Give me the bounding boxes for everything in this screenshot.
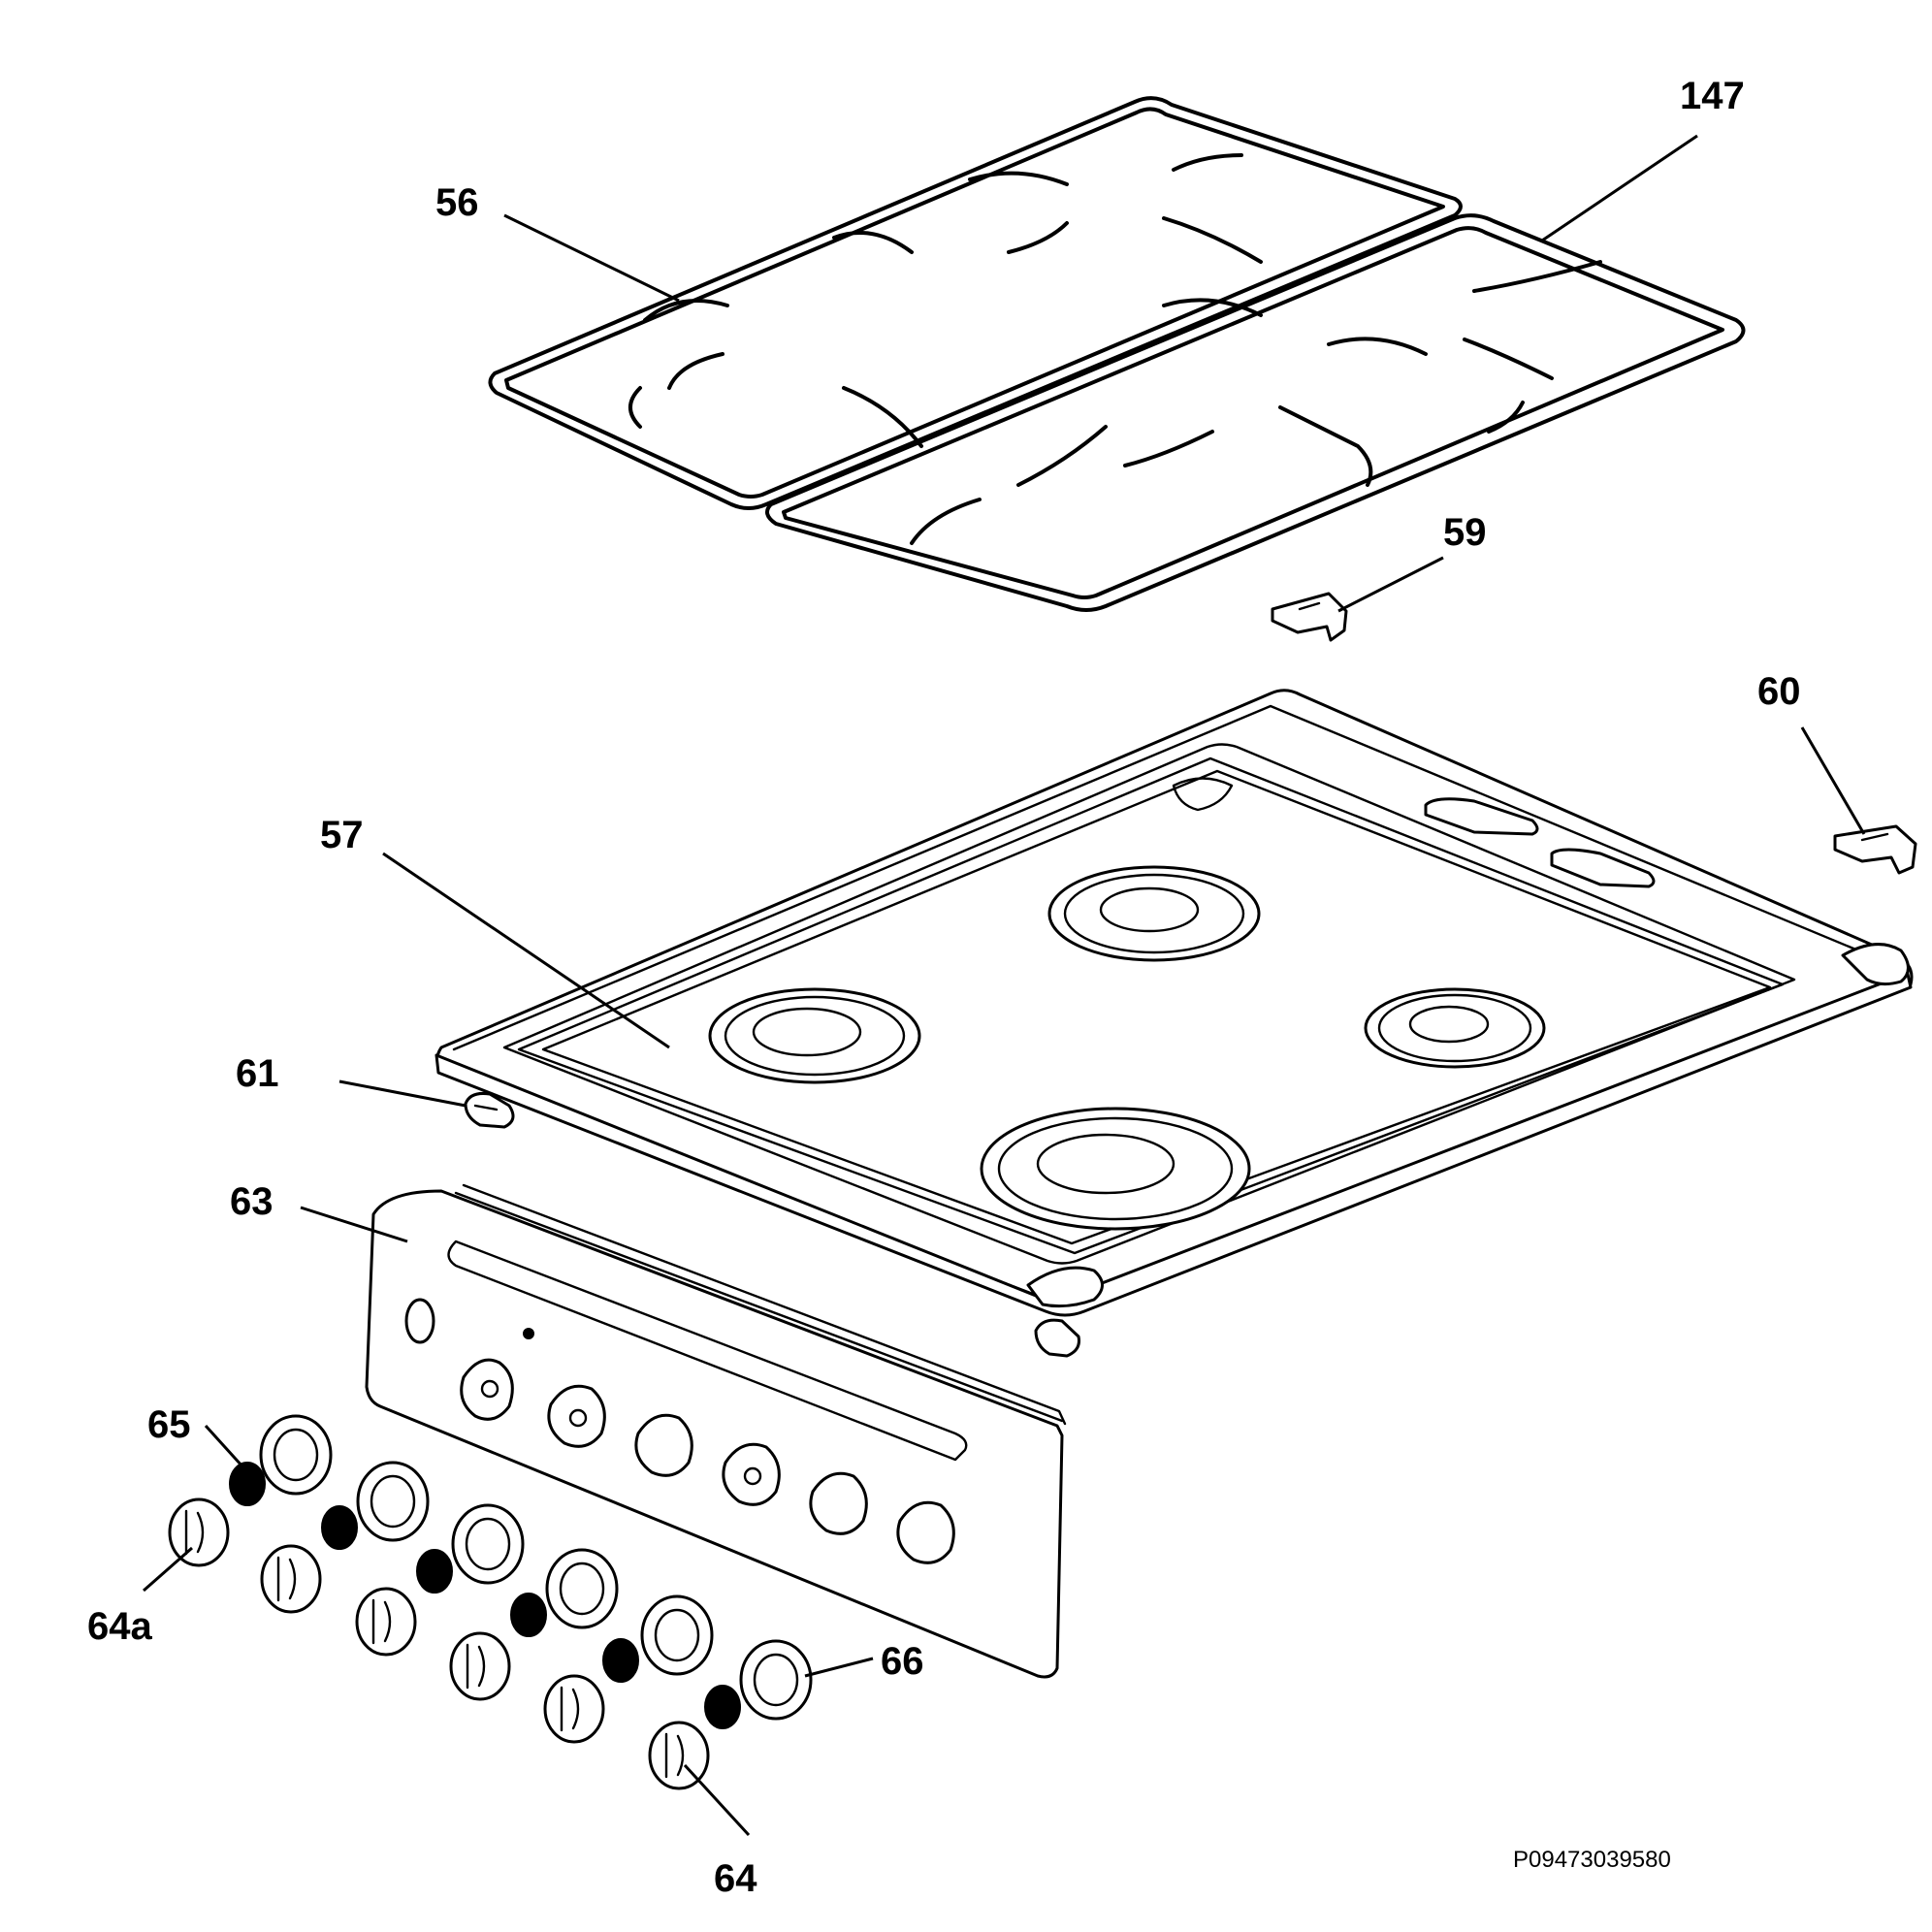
pan-support-left [488, 96, 1463, 510]
callout-64a: 64a [87, 1605, 152, 1648]
clip-59 [1271, 592, 1348, 642]
clip-61 [464, 1092, 515, 1129]
callout-60: 60 [1757, 670, 1801, 713]
callout-56: 56 [435, 181, 479, 224]
clip-right-front [1034, 1318, 1080, 1358]
callout-64: 64 [714, 1857, 757, 1900]
clip-60 [1833, 824, 1917, 875]
reference-code: P09473039580 [1513, 1847, 1671, 1873]
callout-labels: 56 147 59 60 57 61 63 65 64a 66 64 P0947… [87, 75, 1801, 1900]
pan-support-right [765, 213, 1746, 612]
leader-lines [143, 134, 1866, 1837]
control-panel [365, 1183, 1067, 1679]
callout-63: 63 [230, 1180, 274, 1223]
dark-rings [229, 1462, 741, 1729]
callout-61: 61 [236, 1052, 279, 1095]
callout-59: 59 [1443, 511, 1487, 554]
callout-65: 65 [147, 1403, 191, 1446]
callout-147: 147 [1680, 75, 1745, 117]
callout-66: 66 [881, 1640, 924, 1683]
knob-bezels [259, 1414, 813, 1721]
knobs [168, 1497, 710, 1790]
callout-57: 57 [320, 814, 364, 856]
hob-top [435, 689, 1914, 1317]
